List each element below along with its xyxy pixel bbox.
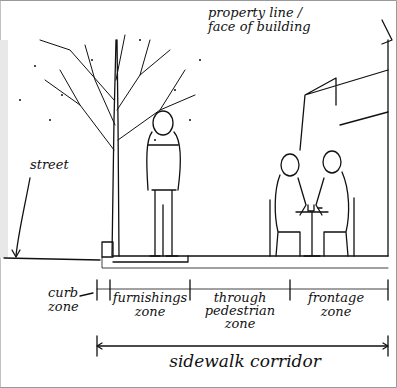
standing-person xyxy=(147,111,181,256)
street-leader xyxy=(16,178,30,256)
corridor-label: sidewalk corridor xyxy=(110,352,380,370)
street-surface xyxy=(4,258,100,260)
street-leader-head xyxy=(12,250,20,257)
planting-strip xyxy=(113,256,188,262)
street-label: street xyxy=(30,158,80,172)
zone-label: furnishings zone xyxy=(111,291,189,319)
tree-dots xyxy=(19,39,201,141)
curb xyxy=(102,242,113,257)
gray-strip xyxy=(0,40,8,258)
tree-branches xyxy=(40,35,195,150)
property-line-label: property line / face of building xyxy=(208,6,326,34)
zone-label: curb zone xyxy=(48,286,92,314)
dimension-lines xyxy=(80,280,388,356)
zone-label: frontage zone xyxy=(300,291,372,319)
zone-label: through pedestrian zone xyxy=(192,291,288,330)
building xyxy=(300,20,392,256)
cafe-table xyxy=(270,151,354,256)
sidewalk-base xyxy=(102,257,388,268)
